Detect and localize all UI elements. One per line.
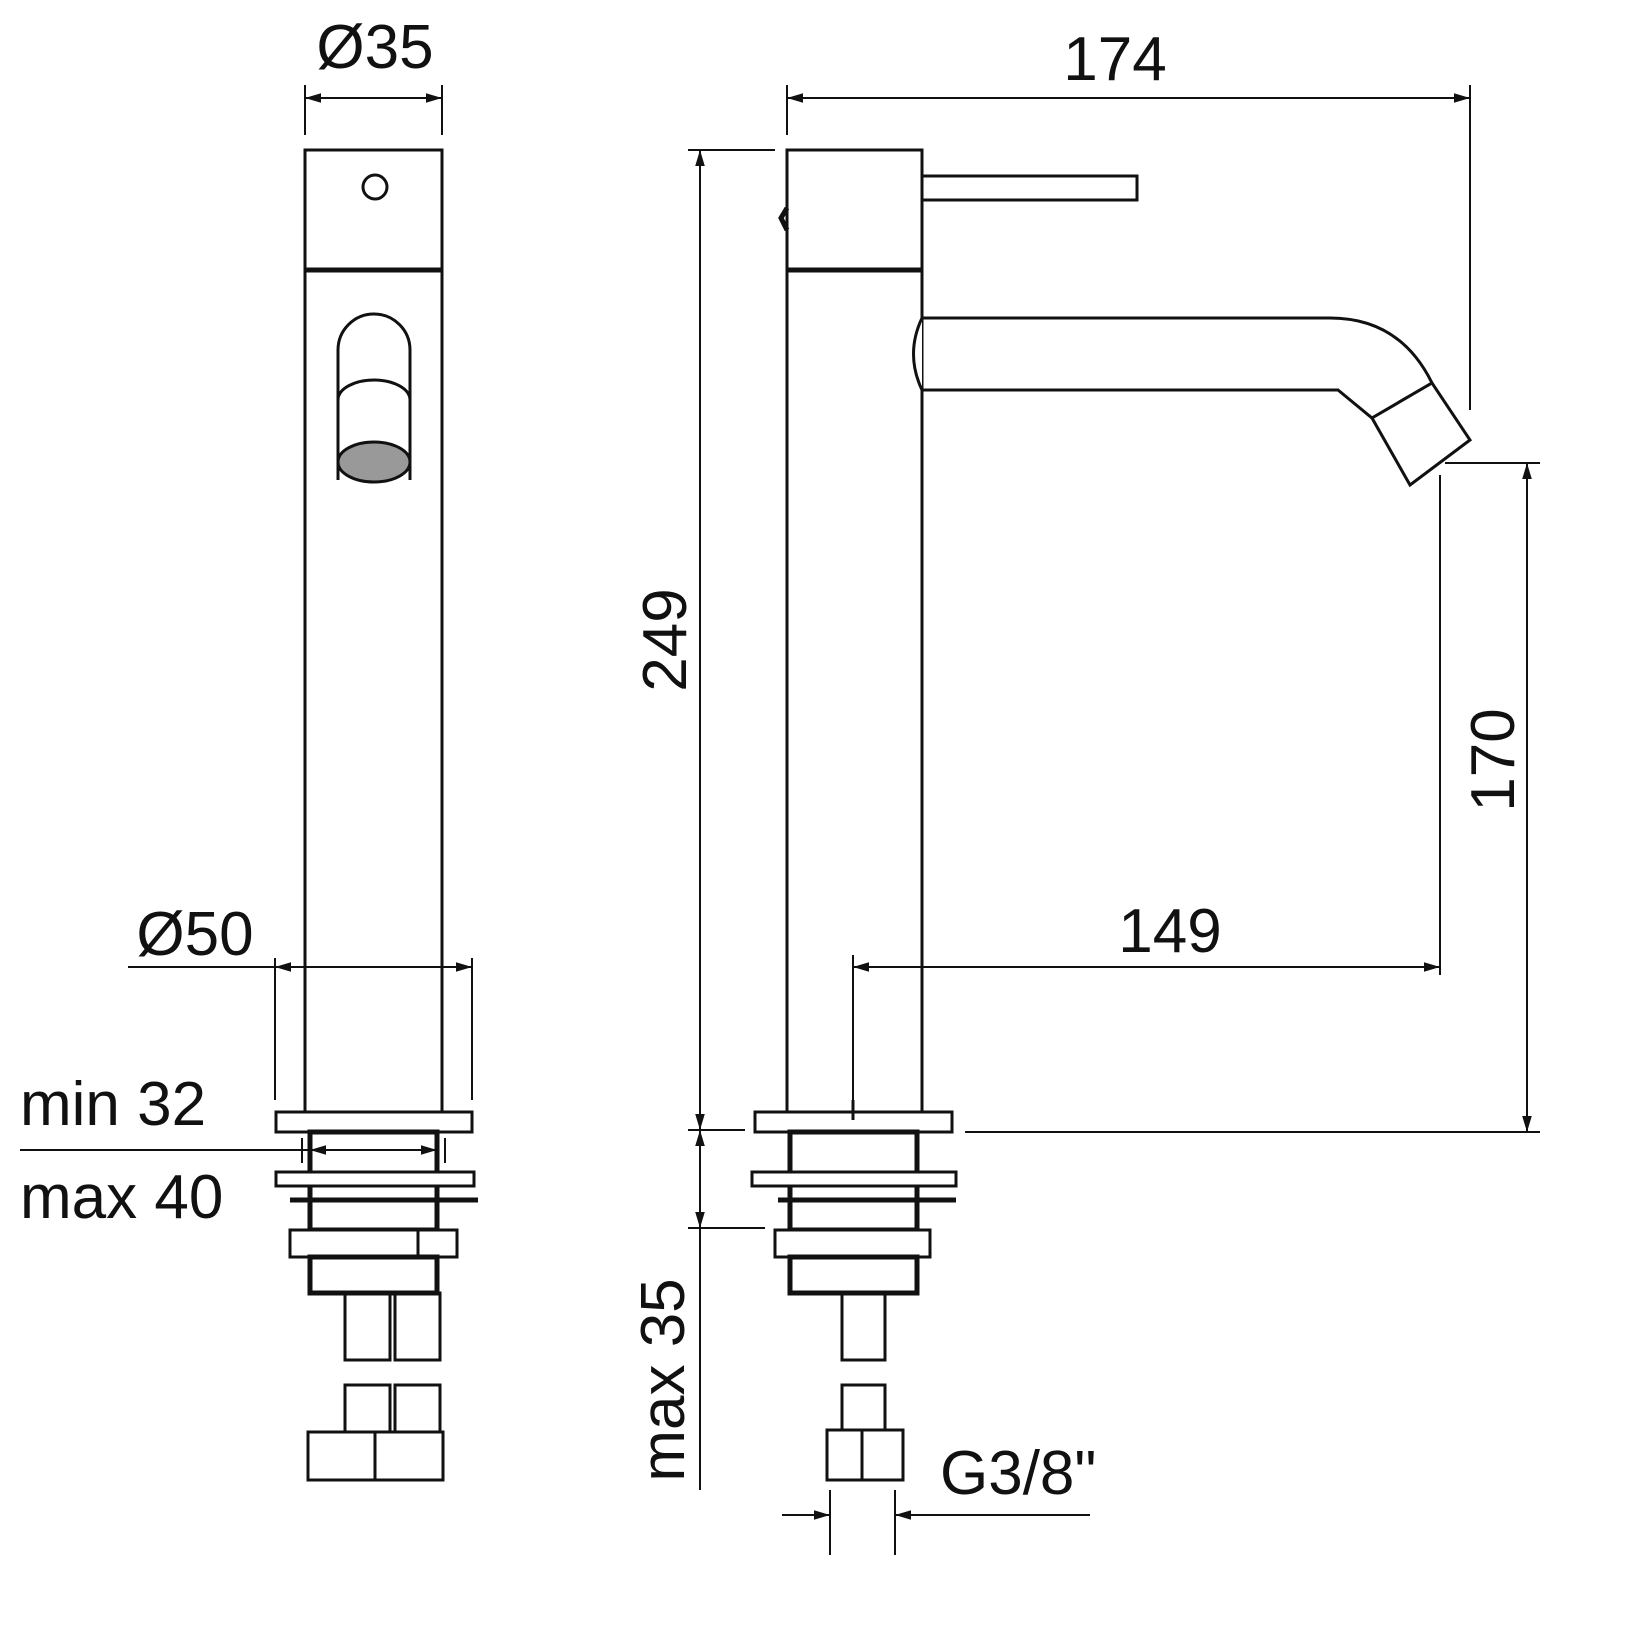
dim-spout-reach: 149	[1118, 897, 1221, 966]
front-view	[274, 148, 478, 1482]
spout-aerator	[1369, 380, 1473, 488]
lever-pin-icon	[361, 173, 389, 201]
dim-under-max: max 35	[629, 1278, 698, 1481]
lever-handle	[920, 174, 1139, 202]
dim-thread: G3/8"	[940, 1439, 1096, 1508]
dim-spout-height: 170	[1459, 708, 1528, 811]
dim-diameter-base: Ø50	[136, 900, 253, 969]
dim-deck-max: max 40	[20, 1163, 223, 1232]
aerator-icon	[336, 440, 412, 484]
front-base-plate	[274, 1110, 474, 1134]
spout-outline	[336, 312, 412, 480]
dim-deck-min: min 32	[20, 1070, 206, 1139]
spout	[920, 316, 1434, 420]
dimensions: Ø35 174 249 170 149 Ø50 min 32 max 40	[20, 13, 1540, 1555]
side-view	[750, 148, 1473, 1482]
dim-overall-height: 249	[631, 588, 700, 691]
dim-overall-width: 174	[1063, 25, 1166, 94]
dim-diameter-top: Ø35	[316, 13, 433, 82]
